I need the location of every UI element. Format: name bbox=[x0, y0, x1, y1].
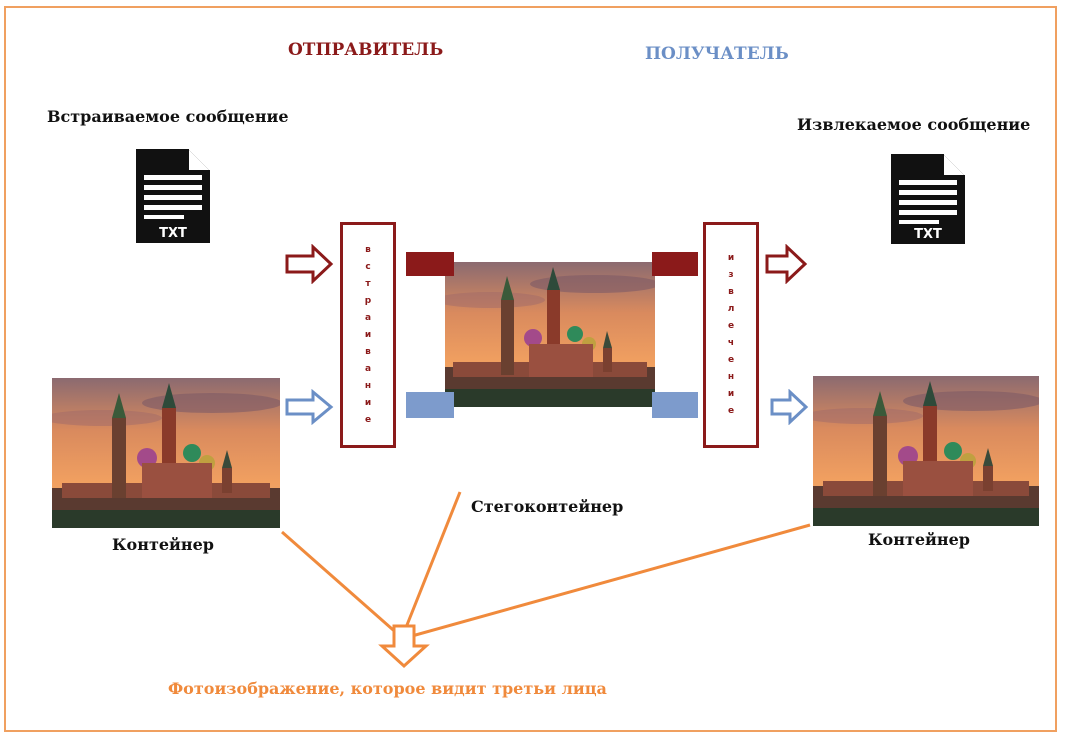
embedding-letter: р bbox=[364, 295, 372, 306]
embedding-letter: т bbox=[365, 278, 371, 289]
container-label-right: Контейнер bbox=[868, 530, 970, 549]
stego-container-photo bbox=[445, 262, 655, 407]
embedding-letter: и bbox=[364, 397, 372, 408]
arrow-right-icon bbox=[770, 389, 809, 425]
txt-badge-right: TXT bbox=[914, 227, 942, 242]
txt-document-icon: TXT bbox=[885, 150, 969, 248]
embedding-letter: н bbox=[364, 380, 372, 391]
container-label-left: Контейнер bbox=[112, 535, 214, 554]
extraction-letter: е bbox=[727, 321, 735, 331]
arrow-right-icon bbox=[285, 244, 334, 284]
extract-input-bar-red bbox=[652, 252, 698, 276]
embedding-letter: а bbox=[364, 312, 372, 323]
receiver-label: ПОЛУЧАТЕЛЬ bbox=[645, 44, 789, 64]
extraction-letter: в bbox=[728, 287, 734, 297]
embedded-message-label: Встраиваемое сообщение bbox=[47, 107, 289, 126]
embedding-letter: е bbox=[364, 414, 372, 425]
extraction-letter: е bbox=[727, 406, 735, 416]
container-photo-right bbox=[813, 376, 1039, 526]
container-photo-left bbox=[52, 378, 280, 528]
txt-badge-left: TXT bbox=[159, 226, 187, 241]
embedding-letter: в bbox=[365, 346, 371, 357]
embedding-letter: и bbox=[364, 329, 372, 340]
extraction-letter: е bbox=[727, 355, 735, 365]
extract-input-bar-blue bbox=[652, 392, 698, 418]
extraction-letter: ч bbox=[727, 338, 735, 348]
embedding-letter: в bbox=[365, 244, 371, 255]
extraction-letter: н bbox=[727, 372, 735, 382]
embed-output-bar-red bbox=[406, 252, 454, 276]
txt-document-icon: TXT bbox=[130, 145, 214, 247]
diagram-frame bbox=[4, 6, 1057, 732]
embedding-letter: а bbox=[364, 363, 372, 374]
embedding-letter: с bbox=[365, 261, 371, 272]
extraction-letter: л bbox=[727, 304, 735, 314]
extraction-letter: и bbox=[727, 253, 735, 263]
arrow-right-icon bbox=[765, 244, 808, 284]
photo-caption: Фотоизображение, которое видит третьи ли… bbox=[168, 679, 607, 698]
extraction-letter: и bbox=[727, 389, 735, 399]
extraction-letter: з bbox=[728, 270, 734, 280]
stego-container-label: Стегоконтейнер bbox=[471, 497, 624, 516]
arrow-right-icon bbox=[285, 389, 334, 425]
embed-output-bar-blue bbox=[406, 392, 454, 418]
sender-label: ОТПРАВИТЕЛЬ bbox=[288, 40, 444, 60]
extracted-message-label: Извлекаемое сообщение bbox=[797, 115, 1031, 134]
